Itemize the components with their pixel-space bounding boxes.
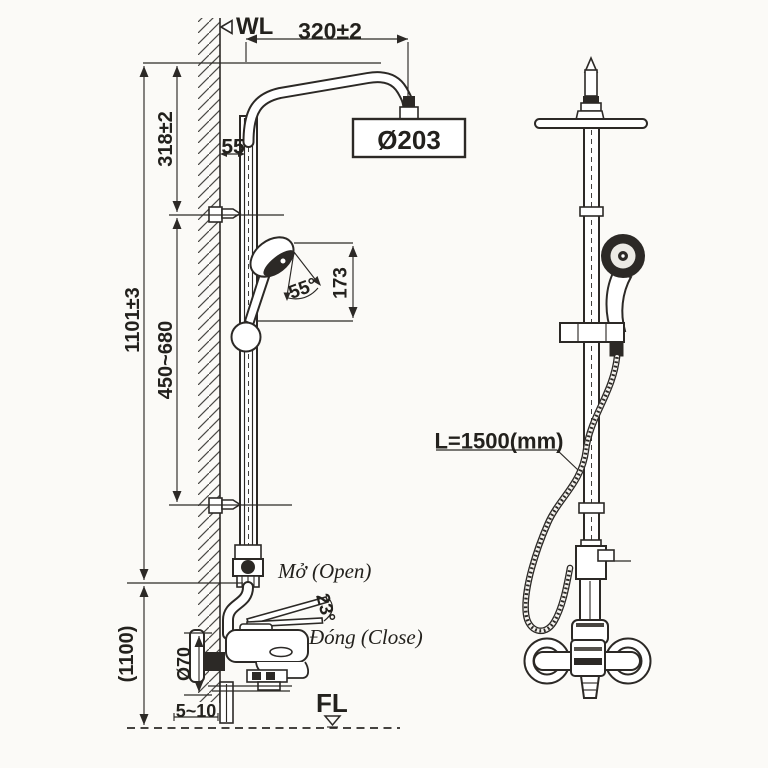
- floor-level-symbol: [323, 715, 342, 728]
- dim-wl-to-mixer: 1101±3: [122, 287, 144, 353]
- overhead-shower-side: [534, 118, 648, 129]
- dim-handshower-span: 173: [331, 267, 352, 299]
- dimension-lines: [127, 34, 579, 729]
- dim-head-diameter: Ø203: [377, 125, 441, 155]
- diverter-side: [575, 539, 631, 625]
- dim-arm-reach: 320±2: [298, 18, 362, 44]
- hose-length-label: L=1500(mm): [434, 429, 563, 454]
- dim-slider-range: 450~680: [155, 321, 177, 399]
- slider-holder-side: [559, 322, 625, 357]
- water-line-marker: [219, 19, 233, 35]
- dim-mixer-height-ref: (1100): [116, 626, 138, 683]
- dim-wl-to-bracket: 318±2: [155, 111, 177, 166]
- shower-hose: [522, 353, 621, 635]
- open-label: Mở (Open): [277, 559, 371, 583]
- overhead-shower-front: [351, 96, 467, 159]
- side-view: [522, 55, 652, 699]
- dim-escutcheon-diameter: Ø70: [174, 647, 194, 681]
- dim-wall-offset: 55: [221, 136, 245, 159]
- mixer-faucet-side: [523, 619, 652, 699]
- floor-line-label: FL: [316, 688, 348, 718]
- slider-holder-ring: [230, 321, 262, 353]
- hand-shower-side: [601, 234, 645, 335]
- labels: WL 320±2 55 Ø203 318±2 450~680 1101±3 (1…: [116, 13, 564, 721]
- mixer-faucet-front: [189, 596, 334, 724]
- dim-floor-gap: 5~10: [176, 701, 217, 721]
- wall-section: [198, 18, 233, 703]
- front-view: [189, 71, 467, 724]
- close-label: Đóng (Close): [308, 625, 423, 649]
- diverter-front: [222, 544, 264, 640]
- water-line-label: WL: [236, 13, 273, 40]
